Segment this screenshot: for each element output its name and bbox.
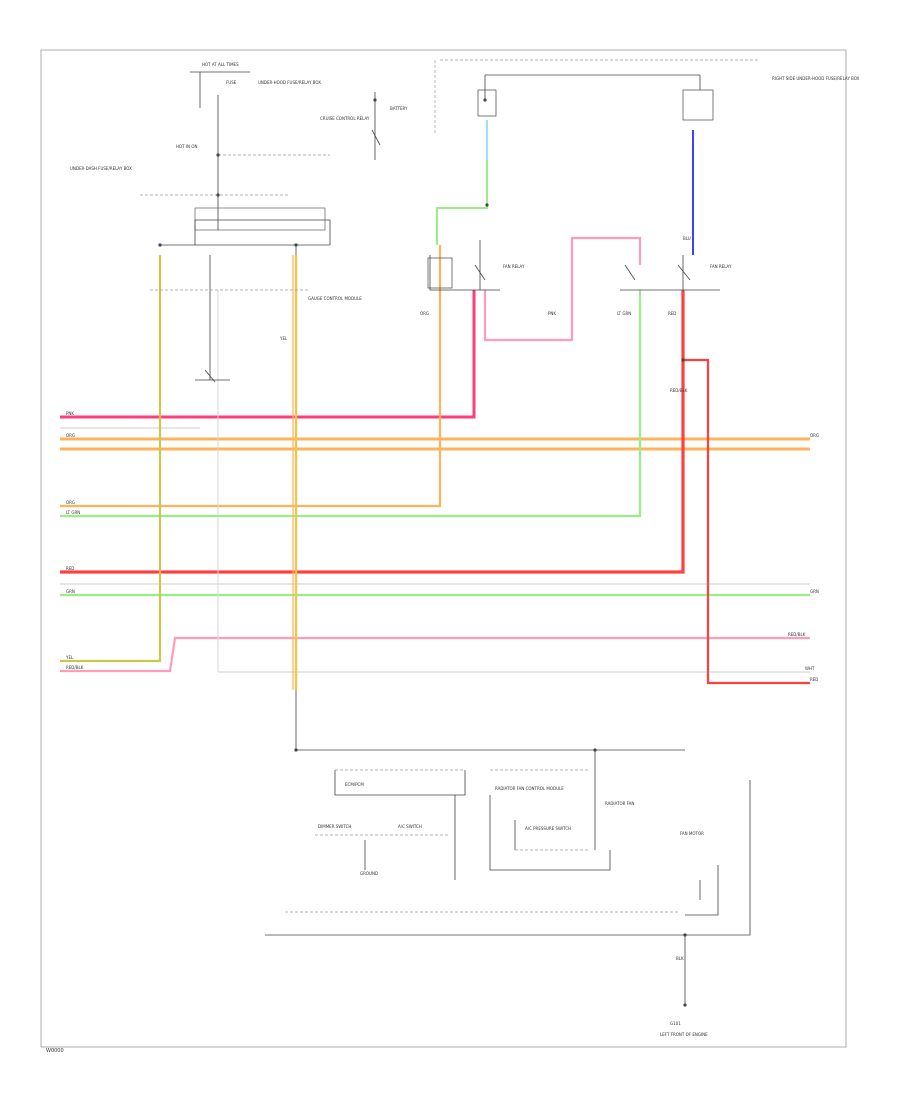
- wire-pink-top: [60, 290, 476, 419]
- fuse-box-right: [477, 89, 497, 117]
- dark-circuit-lines: [160, 71, 751, 1005]
- wire-label-pnk-relay: PNK: [548, 311, 556, 316]
- page-border: [40, 49, 847, 1048]
- ac-pressure-label: A/C PRESSURE SWITCH: [525, 826, 571, 831]
- junction-dots: [158, 98, 687, 1007]
- wire-color-labels: PNK ORG ORG ORG LT GRN RED GRN GRN YEL R…: [65, 236, 819, 961]
- wire-green-relay: [436, 160, 488, 245]
- wire-green-1: [60, 290, 642, 518]
- wire-label-org-right: ORG: [810, 433, 819, 438]
- wire-label-redblk-mid: RED/BLK: [670, 388, 688, 393]
- hot-in-on-label: HOT IN ON: [176, 144, 197, 149]
- wire-label-wht: WHT: [805, 666, 815, 671]
- wire-label-red-relay: RED: [668, 311, 676, 316]
- cruise-relay-label: CRUISE CONTROL RELAY: [320, 116, 370, 121]
- wire-red-2: [683, 358, 810, 685]
- wire-label-ltgrn-relay: LT GRN: [617, 311, 631, 316]
- wire-label-pnk: PNK: [66, 411, 74, 416]
- underhood-relay-box-label: UNDER-HOOD FUSE/RELAY BOX: [258, 80, 321, 85]
- bottom-location-label: LEFT FRONT OF ENGINE: [660, 1032, 708, 1037]
- right-side-label: RIGHT SIDE UNDER-HOOD FUSE/RELAY BOX: [772, 76, 860, 81]
- wire-label-org-relay: ORG: [420, 311, 429, 316]
- ground-label: GROUND: [360, 871, 378, 876]
- bus-wires: [60, 120, 810, 690]
- fan-motor-label: FAN MOTOR: [680, 831, 704, 836]
- dimmer-switch-label: DIMMER SWITCH: [318, 824, 351, 829]
- wire-label-redblk-right: RED/BLK: [788, 632, 806, 637]
- wire-label-blk: BLK: [676, 956, 684, 961]
- wire-label-red-right: RED: [810, 677, 818, 682]
- fuse-label: FUSE: [226, 80, 237, 85]
- wire-lightpink-relay: [483, 236, 642, 342]
- ecm-pcm-label: ECM/PCM: [345, 782, 364, 787]
- wire-label-grn: GRN: [66, 589, 75, 594]
- radiator-fan-label: RADIATOR FAN: [605, 801, 634, 806]
- wire-label-grn-right: GRN: [810, 589, 819, 594]
- gauge-control-label: GAUGE CONTROL MODULE: [308, 296, 362, 301]
- underdash-fuse-box-label: UNDER-DASH FUSE/RELAY BOX: [70, 166, 132, 171]
- ac-switch-label: A/C SWITCH: [398, 824, 422, 829]
- wire-label-ltgrn: LT GRN: [66, 510, 80, 515]
- fan-relay-1-box: [427, 257, 453, 289]
- wire-orange-3: [60, 245, 442, 508]
- page-code: W0000: [46, 1048, 64, 1054]
- radiator-fan-ctrl-label: RADIATOR FAN CONTROL MODULE: [495, 786, 564, 791]
- wire-red-1: [60, 290, 685, 574]
- wire-label-blu: BLU: [683, 236, 691, 241]
- fan-relay-2-box: [682, 89, 714, 121]
- bottom-ground-label: G101: [670, 1021, 681, 1026]
- component-labels: HOT AT ALL TIMES FUSE UNDER-HOOD FUSE/RE…: [70, 62, 860, 1037]
- wire-lightpink-1: [60, 636, 810, 673]
- dashed-outlines: [140, 59, 760, 913]
- wire-label-org-2: ORG: [66, 500, 75, 505]
- wire-olive-1: [60, 255, 162, 663]
- switch-contacts: [204, 129, 691, 383]
- wire-label-yel-gauge: YEL: [279, 336, 288, 341]
- gauge-box: [194, 207, 326, 231]
- wire-label-red: RED: [66, 566, 74, 571]
- wire-label-yel: YEL: [65, 655, 74, 660]
- hot-at-all-times-label: HOT AT ALL TIMES: [202, 62, 239, 67]
- wire-label-org-1: ORG: [66, 433, 75, 438]
- fan-relay-1-label: FAN RELAY: [503, 264, 525, 269]
- battery-label: BATTERY: [390, 106, 408, 111]
- fan-relay-2-label: FAN RELAY: [710, 264, 732, 269]
- wire-label-redblk: RED/BLK: [66, 665, 84, 670]
